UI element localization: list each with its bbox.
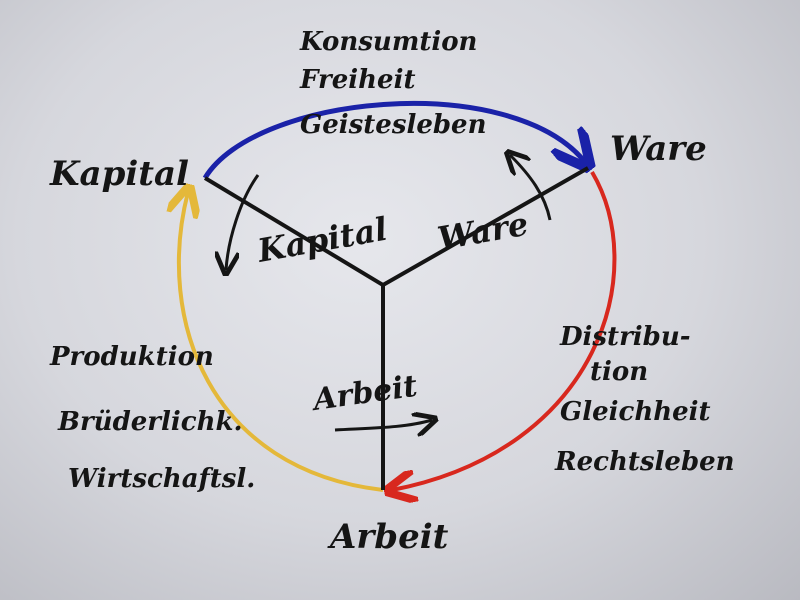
production-arc-yellow: [179, 192, 384, 492]
inner-label-ware: Ware: [435, 205, 531, 258]
distribution-label-2: tion: [590, 357, 648, 387]
consumption-freedom: Freiheit: [299, 65, 415, 95]
distribution-rights-life: Rechtsleben: [554, 447, 735, 477]
consumption-label: Konsumtion: [299, 27, 477, 57]
inner-label-arbeit: Arbeit: [308, 369, 419, 419]
distribution-arc-red: [392, 170, 617, 490]
inner-rotation-arrows: [226, 155, 552, 430]
node-label-kapital: Kapital: [49, 154, 189, 194]
node-label-ware: Ware: [610, 129, 707, 169]
production-label: Produktion: [49, 342, 214, 372]
production-economic-life: Wirtschaftsl.: [68, 464, 255, 494]
distribution-label-1: Distribu-: [559, 322, 691, 352]
node-label-arbeit: Arbeit: [327, 517, 449, 557]
consumption-arc-blue: [202, 101, 585, 180]
consumption-spiritual-life: Geistesleben: [300, 110, 487, 140]
production-fraternity: Brüderlichk.: [57, 407, 243, 437]
distribution-equality: Gleichheit: [560, 397, 711, 427]
y-connector: [203, 166, 589, 490]
